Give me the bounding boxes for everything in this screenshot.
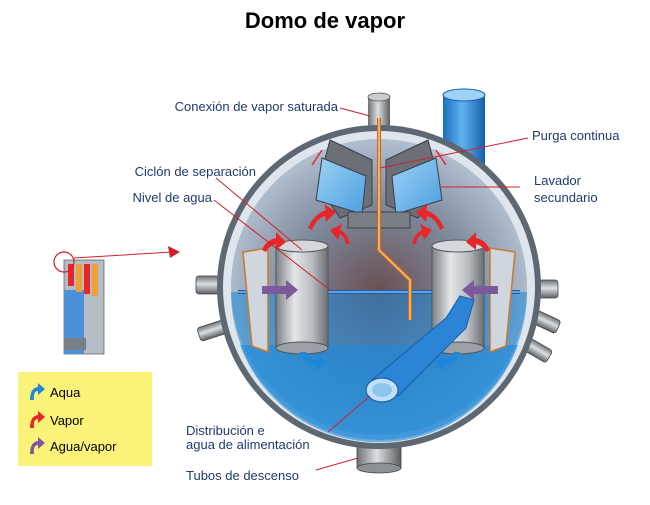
- legend-item-steam: Vapor: [26, 410, 84, 430]
- label-separation-cyclone: Ciclón de separación: [134, 164, 256, 179]
- legend-item-water-steam: Agua/vapor: [26, 436, 117, 456]
- water-arrows: [300, 352, 460, 372]
- locator-thumbnail: [53, 246, 180, 355]
- label-continuous-purge: Purga continua: [532, 128, 620, 143]
- label-downcomers: Tubos de descenso: [186, 468, 299, 483]
- legend-label-water-steam: Agua/vapor: [50, 438, 117, 454]
- legend: Aqua Vapor Agua/vapor: [18, 372, 152, 466]
- label-secondary-washer-line2: secundario: [534, 190, 598, 205]
- side-baffles: [242, 247, 516, 354]
- blue-arrow-icon: [30, 383, 45, 400]
- purple-arrow-icon: [30, 437, 45, 454]
- left-cyclone: [275, 239, 329, 355]
- diagram-title: Domo de vapor: [244, 8, 406, 33]
- label-feedwater-line2: agua de alimentación: [186, 437, 310, 452]
- label-saturated-steam-connection: Conexión de vapor saturada: [174, 99, 338, 114]
- red-arrow-icon: [30, 411, 45, 428]
- washer-accents: [311, 149, 447, 166]
- steam-arrows: [262, 204, 490, 252]
- label-water-level: Nivel de agua: [132, 190, 213, 205]
- mixture-arrows: [262, 280, 498, 300]
- label-secondary-washer-line1: Lavador: [534, 173, 581, 188]
- legend-item-water: Aqua: [26, 382, 80, 402]
- leader-lines: [213, 107, 529, 471]
- legend-label-steam: Vapor: [50, 412, 84, 428]
- legend-label-water: Aqua: [50, 384, 81, 400]
- secondary-washer: [315, 139, 443, 229]
- label-feedwater-line1: Distribución e: [186, 423, 265, 438]
